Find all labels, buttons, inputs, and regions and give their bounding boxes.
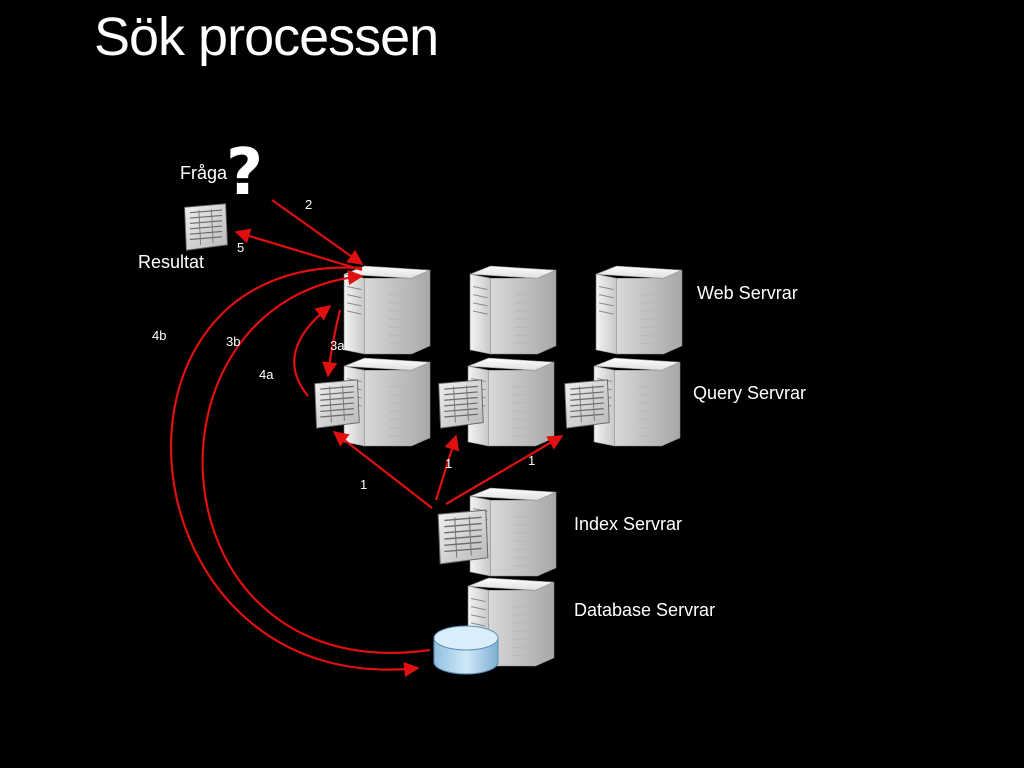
index-servers-label: Index Servrar [574,514,683,534]
step-4b-label: 4b [152,328,167,343]
arrow-step-4b [169,266,420,678]
arrow-step-2 [271,199,364,265]
query-index-doc-3 [564,379,610,429]
arrow-step-1-middle [434,434,460,501]
result-document-icon [183,203,229,251]
result-label: Resultat [138,252,205,272]
database-servers-label: Database Servrar [574,600,716,620]
step-1-left-label: 1 [360,477,368,492]
query-label: Fråga [180,163,228,183]
web-server-2 [469,265,557,355]
step-4a-label: 4a [259,367,274,382]
query-index-doc-1 [314,379,360,429]
web-server-1 [343,265,431,355]
step-3b-label: 3b [226,334,241,349]
page-title: Sök processen [94,7,439,67]
arrow-step-3b [201,269,431,654]
step-3a-label: 3a [330,338,345,353]
step-2-label: 2 [305,197,313,212]
step-1-middle-label: 1 [445,456,453,471]
index-doc [437,509,489,565]
database-cylinder-icon [433,625,499,675]
web-server-3 [595,265,683,355]
question-mark-icon: ? [226,136,264,210]
step-5-label: 5 [237,240,245,255]
arrow-step-1-right [445,435,564,505]
arrow-step-4a [293,305,332,397]
step-1-right-label: 1 [528,453,536,468]
query-index-doc-2 [438,379,484,429]
web-servers-label: Web Servrar [697,283,798,303]
arrow-step-1-left [332,431,433,509]
query-servers-label: Query Servrar [693,383,807,403]
arrow-step-3a [321,309,342,378]
arrow-step-5 [234,228,363,272]
